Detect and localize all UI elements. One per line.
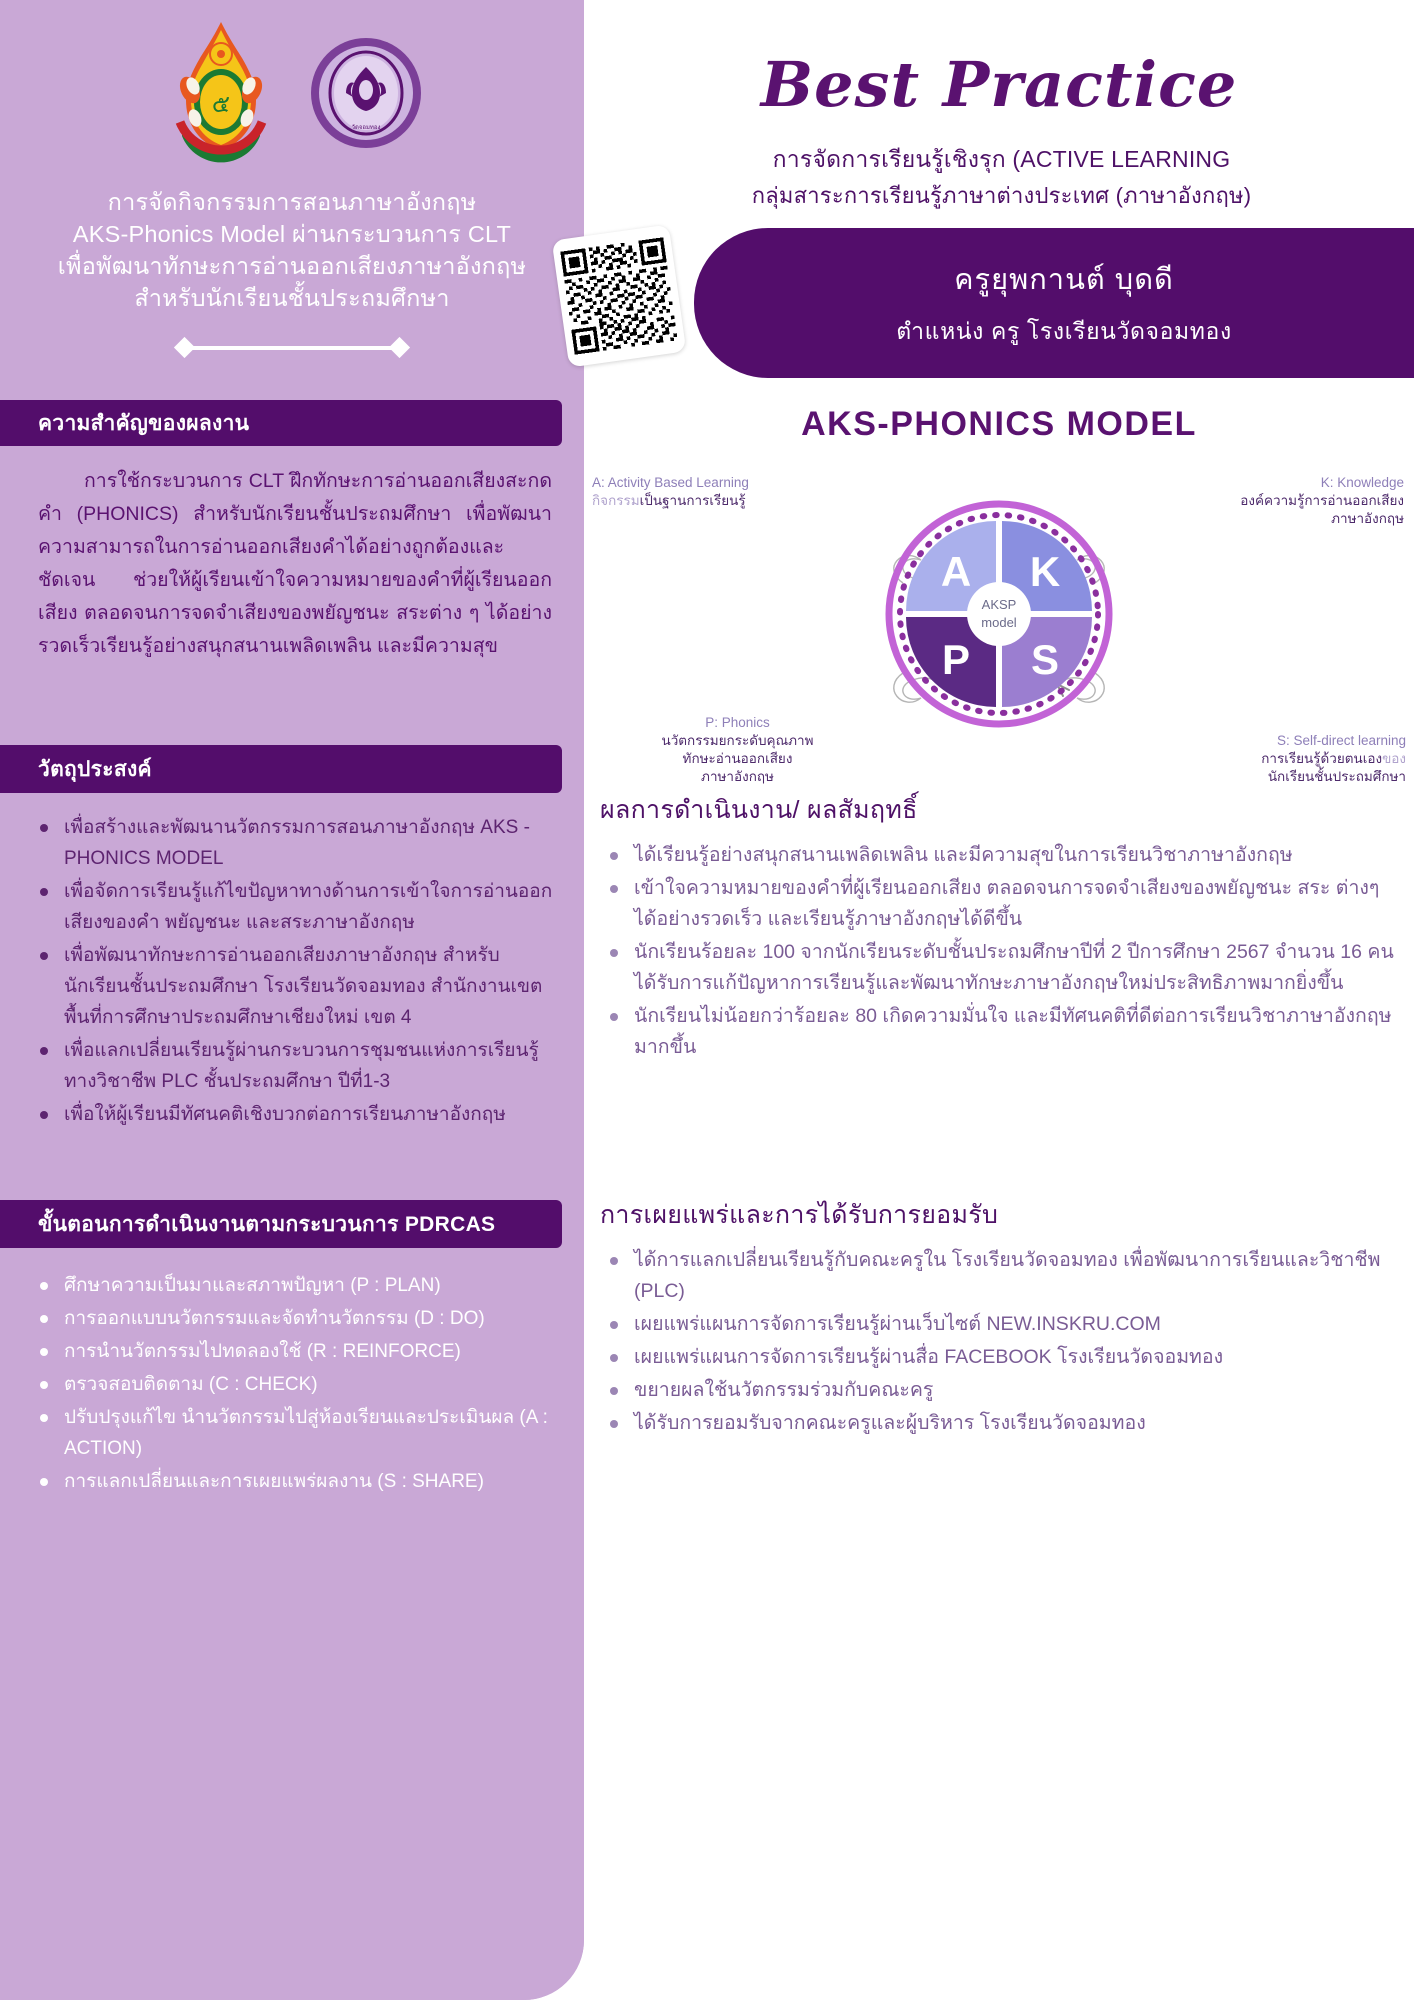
diagram-label-selfdirect: S: Self-direct learning การเรียนรู้ด้วยต… — [1181, 732, 1406, 786]
list-item: ได้รับการยอมรับจากคณะครูและผู้บริหาร โรง… — [600, 1408, 1400, 1439]
list-item: นักเรียนไม่น้อยกว่าร้อยละ 80 เกิดความมั่… — [600, 1001, 1400, 1063]
list-item: ได้การแลกเปลี่ยนเรียนรู้กับคณะครูใน โรงเ… — [600, 1245, 1400, 1307]
publication-heading: การเผยแพร่และการได้รับการยอมรับ — [600, 1201, 999, 1229]
list-item: เผยแพร่แผนการจัดการเรียนรู้ผ่านสื่อ FACE… — [600, 1342, 1400, 1373]
diagram-label-knowledge-en: K: Knowledge — [1320, 475, 1404, 490]
page-title: Best Practice — [760, 48, 1238, 121]
decorative-divider — [0, 336, 584, 359]
diagram-label-selfdirect-th2: นักเรียนชั้นประถมศึกษา — [1267, 769, 1406, 784]
teacher-badge: ครูยุพกานต์ บุดดี ตำแหน่ง ครู โรงเรียนวั… — [694, 228, 1414, 378]
results-heading: ผลการดำเนินงาน/ ผลสัมฤทธิ์ — [600, 796, 918, 824]
diagram-label-selfdirect-th: การเรียนรู้ด้วยตนเองของ — [1181, 750, 1406, 768]
list-item: การออกแบบนวัตกรรมและจัดทำนวัตกรรม (D : D… — [30, 1303, 560, 1334]
poster-subject-title: การจัดกิจกรรมการสอนภาษาอังกฤษ AKS-Phonic… — [20, 186, 564, 314]
diagram-label-phonics-th: นวัตกรรมยกระดับคุณภาพ — [661, 733, 814, 748]
model-title: AKS-PHONICS MODEL — [801, 405, 1197, 443]
diagram-label-selfdirect-th-light: ของ — [1382, 751, 1406, 766]
list-item: เผยแพร่แผนการจัดการเรียนรู้ผ่านเว็บไซต์ … — [600, 1309, 1400, 1340]
list-item: เพื่อสร้างและพัฒนานวัตกรรมการสอนภาษาอังก… — [30, 812, 556, 874]
section-heading-process: ขั้นตอนการดำเนินงานตามกระบวนการ PDRCAS — [0, 1200, 562, 1248]
list-item: การแลกเปลี่ยนและการเผยแพร่ผลงาน (S : SHA… — [30, 1466, 560, 1497]
diagram-label-phonics-th3: ภาษาอังกฤษ — [701, 769, 774, 784]
section-heading-process-label: ขั้นตอนการดำเนินงานตามกระบวนการ PDRCAS — [38, 1212, 496, 1236]
quadrant-letter-k: K — [1030, 548, 1060, 595]
publication-list: ได้การแลกเปลี่ยนเรียนรู้กับคณะครูใน โรงเ… — [600, 1245, 1400, 1441]
process-steps-list: ศึกษาความเป็นมาและสภาพปัญหา (P : PLAN) ก… — [30, 1270, 560, 1499]
page-subtitle-1: การจัดการเรียนรู้เชิงรุก (ACTIVE LEARNIN… — [772, 146, 1231, 172]
quadrant-letter-s: S — [1031, 636, 1059, 683]
aksp-wheel-icon: A K P S AKSP model — [885, 500, 1113, 728]
right-content-column: Best Practice การจัดการเรียนรู้เชิงรุก (… — [551, 0, 1414, 2000]
title-line-2: AKS-Phonics Model ผ่านกระบวนการ CLT — [72, 221, 512, 247]
list-item: นักเรียนร้อยละ 100 จากนักเรียนระดับชั้นป… — [600, 937, 1400, 999]
quadrant-letter-a: A — [941, 548, 971, 595]
section-heading-objectives: วัตถุประสงค์ — [0, 745, 562, 793]
list-item: เข้าใจความหมายของคำที่ผู้เรียนออกเสียง ต… — [600, 873, 1400, 935]
title-line-1: การจัดกิจกรรมการสอนภาษาอังกฤษ — [107, 189, 477, 215]
section-heading-importance: ความสำคัญของผลงาน — [0, 400, 562, 446]
left-sidebar-inner: ๕ — [0, 0, 584, 2000]
school-logo-icon: วัดจอมทอง — [310, 37, 422, 149]
diagram-label-knowledge: K: Knowledge องค์ความรู้การอ่านออกเสียง … — [1194, 474, 1404, 528]
svg-text:๕: ๕ — [212, 90, 230, 118]
objectives-list: เพื่อสร้างและพัฒนานวัตกรรมการสอนภาษาอังก… — [30, 812, 556, 1132]
list-item: เพื่อจัดการเรียนรู้แก้ไขปัญหาทางด้านการเ… — [30, 876, 556, 938]
diagram-label-activity-th-light: กิจกรรม — [592, 493, 640, 508]
teacher-name: ครูยุพกานต์ บุดดี — [954, 264, 1174, 296]
diamond-left-icon — [173, 336, 196, 359]
diagram-label-activity: A: Activity Based Learning กิจกรรมเป็นฐา… — [592, 474, 822, 510]
list-item: เพื่อให้ผู้เรียนมีทัศนคติเชิงบวกต่อการเร… — [30, 1099, 556, 1130]
diagram-label-activity-th-main: เป็นฐานการเรียนรู้ — [639, 493, 746, 508]
diagram-label-phonics: P: Phonics นวัตกรรมยกระดับคุณภาพ ทักษะอ่… — [630, 714, 845, 786]
list-item: ขยายผลใช้นวัตกรรมร่วมกับคณะครู — [600, 1375, 1400, 1406]
title-line-3: เพื่อพัฒนาทักษะการอ่านออกเสียงภาษาอังกฤษ — [57, 253, 527, 279]
list-item: เพื่อแลกเปลี่ยนเรียนรู้ผ่านกระบวนการชุมช… — [30, 1035, 556, 1097]
list-item: การนำนวัตกรรมไปทดลองใช้ (R : REINFORCE) — [30, 1336, 560, 1367]
qr-code-icon[interactable] — [560, 232, 679, 359]
diagram-label-activity-en: A: Activity Based Learning — [592, 475, 749, 490]
section-heading-importance-label: ความสำคัญของผลงาน — [38, 411, 250, 435]
quadrant-letter-p: P — [942, 636, 970, 683]
aksp-model-diagram: A: Activity Based Learning กิจกรรมเป็นฐา… — [584, 460, 1414, 790]
diagram-label-phonics-th2: ทักษะอ่านออกเสียง — [682, 751, 793, 766]
wheel-center-line2: model — [981, 615, 1017, 630]
page-subtitle-2: กลุ่มสาระการเรียนรู้ภาษาต่างประเทศ (ภาษา… — [751, 183, 1252, 208]
wheel-center-line1: AKSP — [982, 597, 1017, 612]
obec-logo-icon: ๕ — [162, 18, 280, 168]
results-list: ได้เรียนรู้อย่างสนุกสนานเพลิดเพลิน และมี… — [600, 840, 1400, 1065]
divider-line — [192, 345, 392, 350]
list-item: ปรับปรุงแก้ไข นำนวัตกรรมไปสู่ห้องเรียนแล… — [30, 1402, 560, 1464]
left-sidebar: ๕ — [0, 0, 584, 2000]
teacher-position: ตำแหน่ง ครู โรงเรียนวัดจอมทอง — [896, 318, 1232, 344]
section-heading-objectives-label: วัตถุประสงค์ — [38, 757, 152, 781]
section-importance-body: การใช้กระบวนการ CLT ฝึกทักษะการอ่านออกเส… — [38, 470, 552, 657]
diagram-label-activity-th: กิจกรรมเป็นฐานการเรียนรู้ — [592, 492, 822, 510]
list-item: ตรวจสอบติดตาม (C : CHECK) — [30, 1369, 560, 1400]
diagram-label-knowledge-th: องค์ความรู้การอ่านออกเสียง — [1240, 493, 1404, 508]
list-item: ศึกษาความเป็นมาและสภาพปัญหา (P : PLAN) — [30, 1270, 560, 1301]
title-line-4: สำหรับนักเรียนชั้นประถมศึกษา — [134, 285, 450, 311]
logo-row: ๕ — [0, 18, 584, 168]
diamond-right-icon — [388, 336, 411, 359]
qr-code[interactable] — [551, 224, 687, 368]
list-item: เพื่อพัฒนาทักษะการอ่านออกเสียงภาษาอังกฤษ… — [30, 940, 556, 1033]
diagram-label-knowledge-th2: ภาษาอังกฤษ — [1331, 511, 1404, 526]
diagram-label-phonics-en: P: Phonics — [705, 715, 770, 730]
list-item: ได้เรียนรู้อย่างสนุกสนานเพลิดเพลิน และมี… — [600, 840, 1400, 871]
diagram-label-selfdirect-th-main: การเรียนรู้ด้วยตนเอง — [1261, 751, 1383, 766]
diagram-label-selfdirect-en: S: Self-direct learning — [1276, 733, 1406, 748]
svg-text:วัดจอมทอง: วัดจอมทอง — [352, 124, 381, 131]
